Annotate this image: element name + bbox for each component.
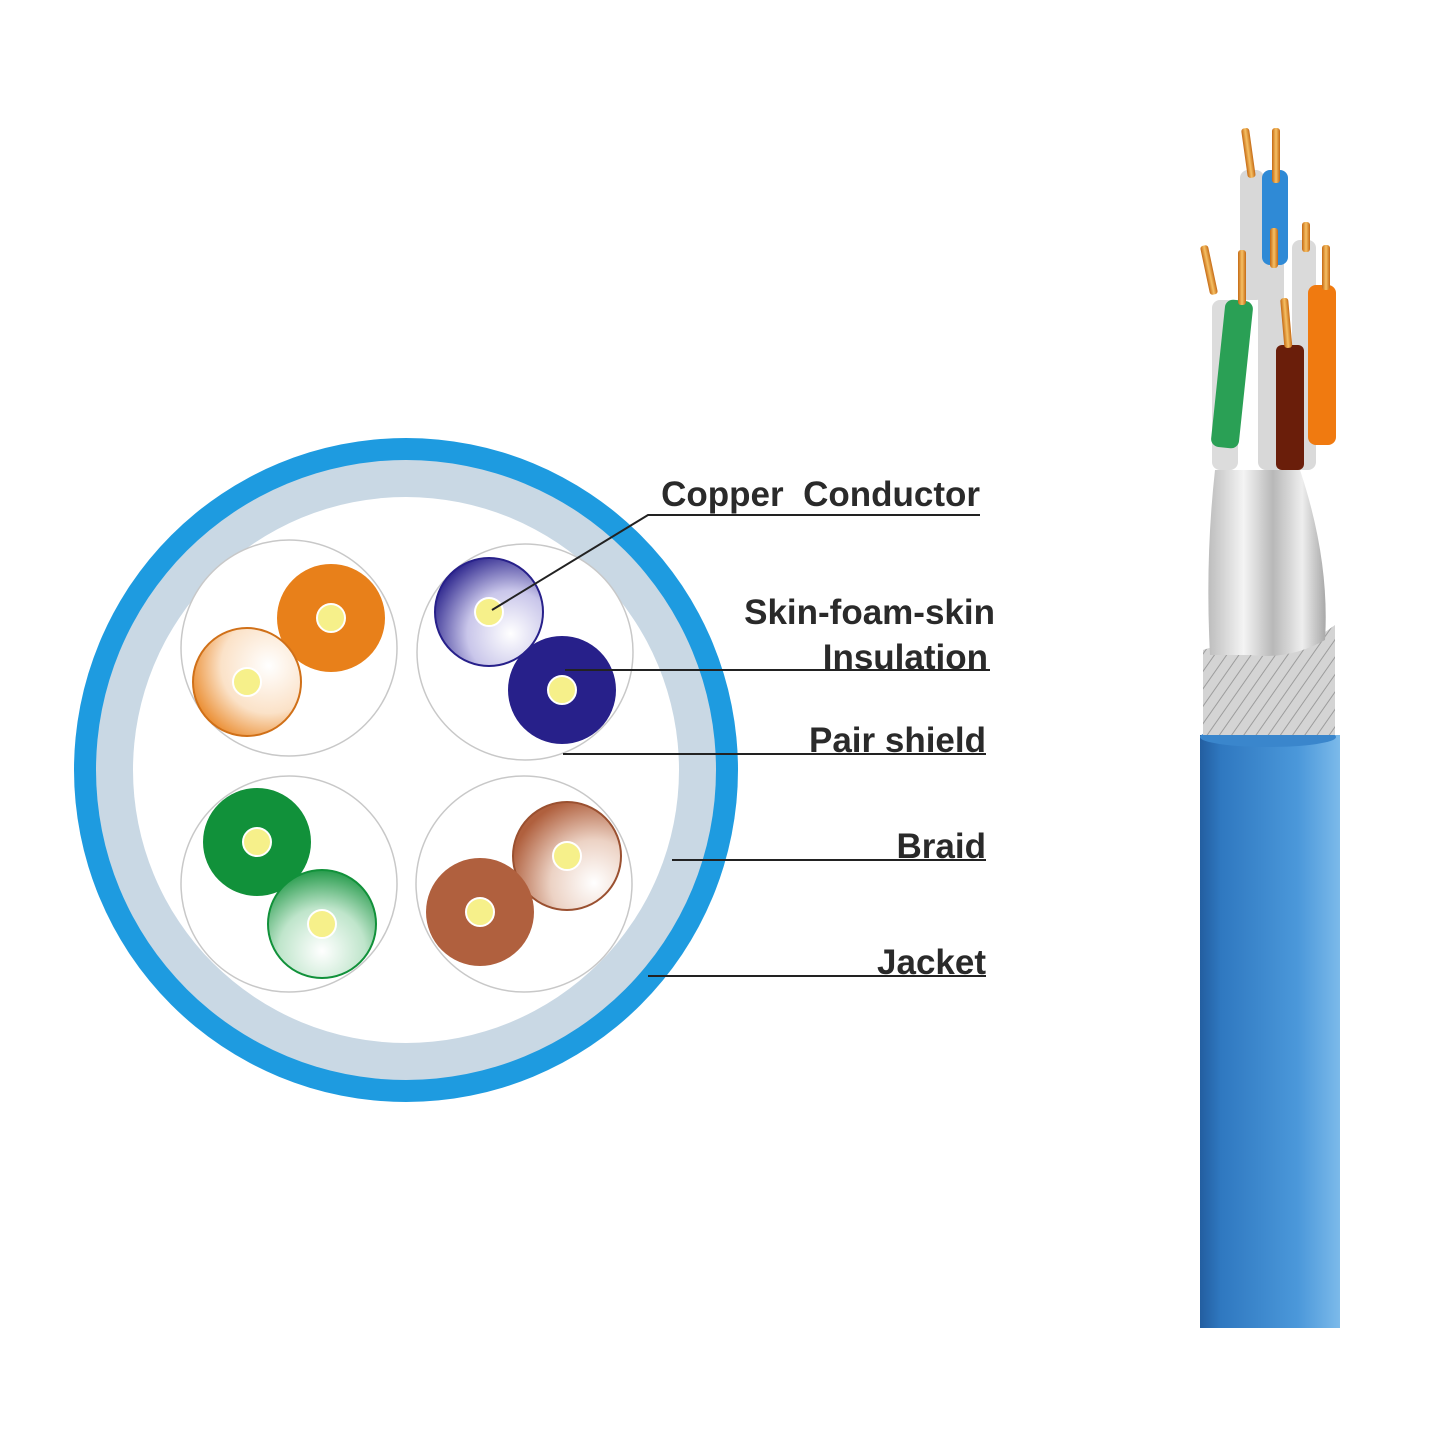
copper-tips <box>1200 128 1330 348</box>
leader-copper <box>491 514 980 611</box>
wire-green <box>1211 299 1253 449</box>
pair-green <box>180 775 398 993</box>
copper-tip <box>1322 245 1330 290</box>
copper-tip <box>1272 128 1280 183</box>
wire-orange <box>1308 285 1336 445</box>
pair-blue <box>416 543 634 761</box>
copper-tip <box>1200 245 1218 295</box>
copper-tip <box>1302 222 1310 252</box>
label-pair-shield: Pair shield <box>809 721 986 760</box>
foil-pairs <box>1208 470 1326 656</box>
conductor <box>316 603 346 633</box>
conductor <box>242 827 272 857</box>
conductor <box>552 841 582 871</box>
label-insulation-line2: Insulation <box>823 638 988 677</box>
cable-side-view <box>1200 128 1340 1328</box>
conductor <box>547 675 577 705</box>
label-braid: Braid <box>897 827 986 866</box>
conductor <box>232 667 262 697</box>
conductor <box>474 597 504 627</box>
copper-tip <box>1238 250 1246 305</box>
copper-tip <box>1280 297 1293 348</box>
copper-tip <box>1241 128 1256 178</box>
conductor <box>465 897 495 927</box>
label-copper-conductor: Copper Conductor <box>661 475 980 514</box>
conductor <box>307 909 337 939</box>
wire-brown <box>1276 345 1304 470</box>
cross-section <box>74 438 738 1102</box>
wire-blue <box>1262 170 1288 265</box>
pair-brown <box>415 775 633 993</box>
label-insulation-line1: Skin-foam-skin <box>744 593 995 632</box>
pair-orange <box>180 539 398 757</box>
leader-lines <box>491 514 990 977</box>
copper-tip <box>1270 228 1278 268</box>
label-jacket: Jacket <box>877 943 986 982</box>
cable-jacket <box>1200 735 1340 1328</box>
